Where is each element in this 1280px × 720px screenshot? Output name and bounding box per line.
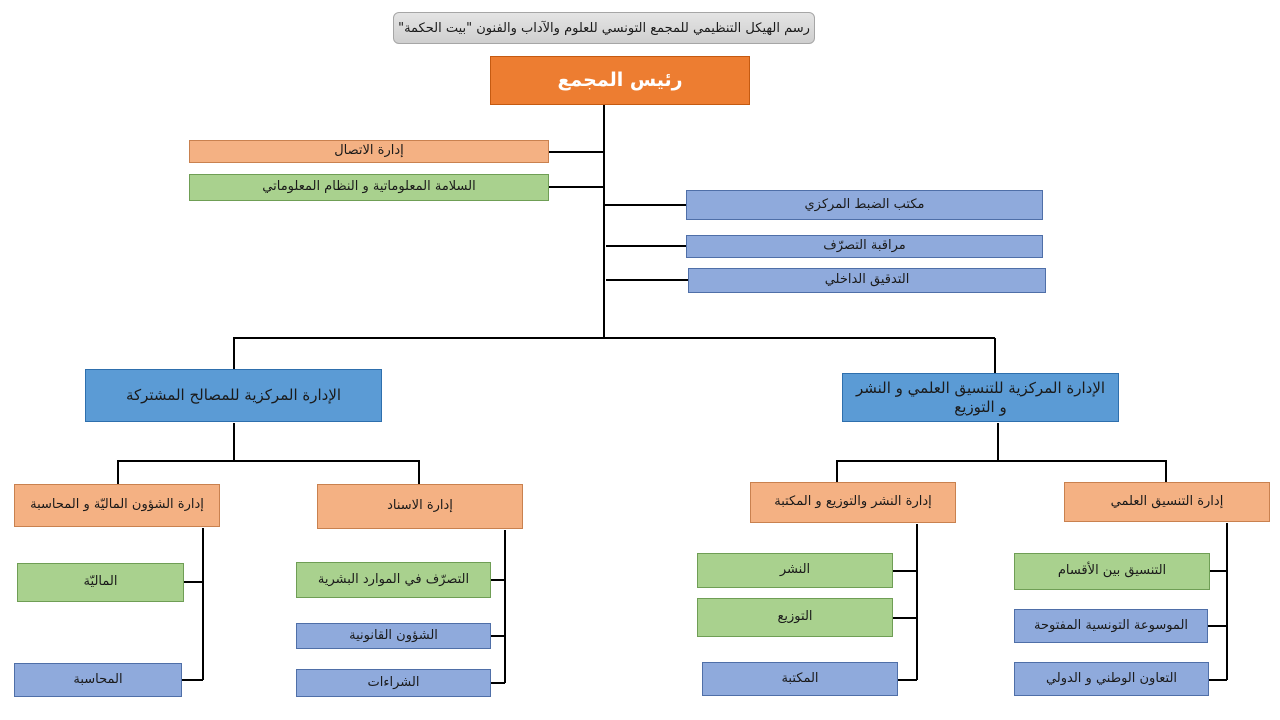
node-unit-accounting: المحاسبة <box>14 663 182 697</box>
node-unit-inter-department-coordination: التنسيق بين الأقسام <box>1014 553 1210 590</box>
node-unit-distribution: التوزيع <box>697 598 893 637</box>
node-management-control: مراقبة التصرّف <box>686 235 1043 258</box>
node-finance-department: إدارة الشؤون الماليّة و المحاسبة <box>14 484 220 527</box>
node-unit-human-resources: التصرّف في الموارد البشرية <box>296 562 491 598</box>
node-shared-services-directorate: الإدارة المركزية للمصالح المشتركة <box>85 369 382 422</box>
node-communication: إدارة الاتصال <box>189 140 549 163</box>
node-unit-finance: الماليّة <box>17 563 184 602</box>
node-central-registry: مكتب الضبط المركزي <box>686 190 1043 220</box>
node-unit-library: المكتبة <box>702 662 898 696</box>
node-publishing-department: إدارة النشر والتوزيع و المكتبة <box>750 482 956 523</box>
node-support-department: إدارة الاسناد <box>317 484 523 529</box>
node-unit-procurement: الشراءات <box>296 669 491 697</box>
node-scientific-directorate: الإدارة المركزية للتنسيق العلمي و النشر … <box>842 373 1119 422</box>
node-unit-publishing: النشر <box>697 553 893 588</box>
node-unit-tunisian-encyclopedia: الموسوعة التونسية المفتوحة <box>1014 609 1208 643</box>
node-unit-national-international-cooperation: التعاون الوطني و الدولي <box>1014 662 1209 696</box>
node-internal-audit: التدقيق الداخلي <box>688 268 1046 293</box>
node-coordination-department: إدارة التنسيق العلمي <box>1064 482 1270 522</box>
node-unit-legal-affairs: الشؤون القانونية <box>296 623 491 649</box>
node-head: رئيس المجمع <box>490 56 750 105</box>
node-information-security: السلامة المعلوماتية و النظام المعلوماتي <box>189 174 549 201</box>
chart-title: رسم الهيكل التنظيمي للمجمع التونسي للعلو… <box>393 12 815 44</box>
